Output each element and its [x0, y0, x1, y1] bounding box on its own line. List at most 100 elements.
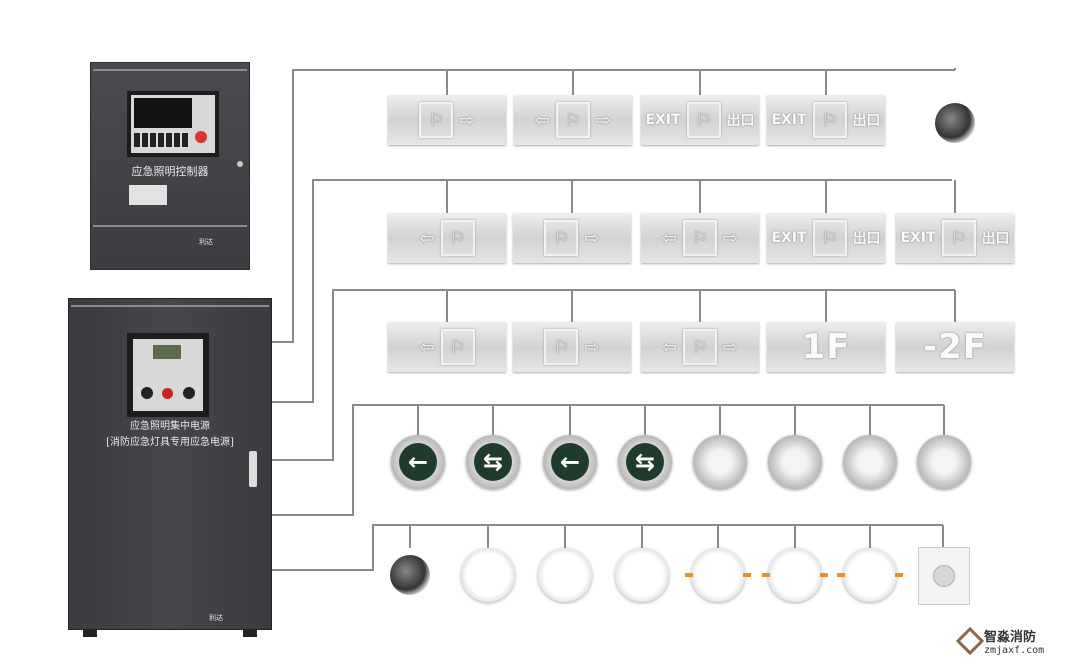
wire	[270, 69, 955, 343]
cabinet-label: 应急照明集中电源	[130, 421, 210, 432]
spring-clip	[837, 573, 845, 577]
arrow-right-icon: ⇨	[596, 109, 612, 131]
rotary-switch	[141, 387, 153, 399]
floor-sign: -2F	[896, 322, 1014, 372]
cabinet-foot	[243, 629, 257, 637]
exit-sign: EXIT ⚐ 出口	[896, 213, 1014, 263]
keypad	[134, 133, 190, 147]
running-man-icon: ⚐	[544, 220, 579, 256]
watermark-name: 智淼消防	[984, 630, 1037, 645]
arrow-right-icon: ⇨	[723, 227, 739, 249]
sensor-lens-icon	[933, 565, 955, 587]
exit-sign: ⚐⇨	[513, 213, 631, 263]
exit-sign: ⇦⚐	[388, 213, 506, 263]
floor-indicator-light	[917, 435, 971, 489]
power-panel	[127, 333, 209, 417]
arrow-left-icon: ⇦	[419, 336, 435, 358]
arrow-left-icon: ⇦	[419, 227, 435, 249]
rotary-switch	[183, 387, 195, 399]
arrow-right-icon: ⇨	[459, 109, 475, 131]
arrow-left-icon: ⇦	[661, 336, 677, 358]
wire	[270, 404, 944, 516]
exit-text: EXIT	[771, 230, 807, 246]
brand-logo: 利达	[209, 614, 223, 622]
floor-direction-sign: ⇆	[466, 435, 520, 489]
running-man-icon: ⚐	[812, 102, 847, 138]
central-power-cabinet: 应急照明集中电源 [消防应急灯具专用应急电源] 利达	[68, 298, 272, 637]
arrow-right-icon: ⇨	[584, 227, 600, 249]
exit-sign: ⚐⇨	[513, 322, 631, 372]
arrow-right-icon: ⇨	[584, 336, 600, 358]
watermark: 智淼消防 zmjaxf.com	[955, 626, 1045, 656]
spring-clip	[762, 573, 770, 577]
floor-indicator-light	[693, 435, 747, 489]
emergency-lighting-controller: 应急照明控制器 利达	[90, 62, 250, 270]
cabinet-foot	[83, 629, 97, 637]
running-man-icon: ⚐	[419, 102, 454, 138]
lcd-screen	[153, 345, 181, 359]
controller-label: 应急照明控制器	[131, 165, 209, 178]
arrow-left-icon: ⇦	[534, 109, 550, 131]
emergency-downlight	[762, 548, 828, 602]
spring-clip	[685, 573, 693, 577]
emergency-dome-light	[935, 103, 975, 143]
exit-cn-text: 出口	[726, 113, 755, 129]
floor-direction-sign: ⇆	[618, 435, 672, 489]
spring-clip	[895, 573, 903, 577]
door-handle	[249, 451, 257, 487]
exit-sign: ⇦⚐	[388, 322, 506, 372]
running-man-icon: ⚐	[440, 220, 475, 256]
brand-logo: 利达	[199, 238, 213, 246]
exit-sign: ⚐⇨	[388, 95, 506, 145]
floor-label: 1F	[801, 327, 851, 367]
cabinet-sublabel: [消防应急灯具专用应急电源]	[106, 437, 234, 448]
floor-sign: 1F	[767, 322, 885, 372]
lcd-screen	[134, 98, 192, 128]
exit-text: EXIT	[645, 112, 681, 128]
exit-sign: ⇦ ⚐ ⇨	[641, 322, 759, 372]
floor-indicator-light	[843, 435, 897, 489]
watermark-logo-icon	[955, 626, 985, 656]
running-man-icon: ⚐	[941, 220, 976, 256]
wire	[270, 179, 952, 403]
arrow-bidirectional-icon: ⇆	[474, 443, 512, 481]
arrow-left-icon: ←	[551, 443, 589, 481]
floor-direction-sign: ←	[391, 435, 445, 489]
emergency-downlight	[837, 548, 903, 602]
emergency-downlight	[615, 548, 669, 602]
arrow-left-icon: ←	[399, 443, 437, 481]
divider	[71, 305, 269, 307]
running-man-icon: ⚐	[683, 220, 717, 256]
wire	[270, 524, 943, 571]
exit-cn-text: 出口	[852, 113, 881, 129]
motion-sensor	[918, 547, 970, 605]
exit-text: EXIT	[900, 230, 936, 246]
exit-text: EXIT	[771, 112, 807, 128]
wire	[270, 289, 955, 461]
spring-clip	[820, 573, 828, 577]
exit-sign: ⇦ ⚐ ⇨	[641, 213, 759, 263]
running-man-icon: ⚐	[683, 329, 717, 365]
emergency-button	[162, 388, 173, 399]
emergency-downlight	[461, 548, 515, 602]
running-man-icon: ⚐	[440, 329, 475, 365]
emergency-button	[195, 131, 207, 143]
divider	[93, 69, 247, 71]
watermark-url: zmjaxf.com	[984, 645, 1045, 656]
exit-cn-text: 出口	[981, 231, 1010, 247]
running-man-icon: ⚐	[556, 102, 590, 138]
emergency-downlight	[685, 548, 751, 602]
divider	[93, 225, 247, 227]
controller-panel	[127, 91, 219, 157]
emergency-dome-light	[390, 555, 430, 595]
lock-icon	[237, 161, 243, 167]
printer	[129, 185, 167, 205]
running-man-icon: ⚐	[544, 329, 579, 365]
arrow-right-icon: ⇨	[723, 336, 739, 358]
spring-clip	[743, 573, 751, 577]
arrow-left-icon: ⇦	[661, 227, 677, 249]
floor-direction-sign: ←	[543, 435, 597, 489]
arrow-bidirectional-icon: ⇆	[626, 443, 664, 481]
exit-cn-text: 出口	[852, 231, 881, 247]
